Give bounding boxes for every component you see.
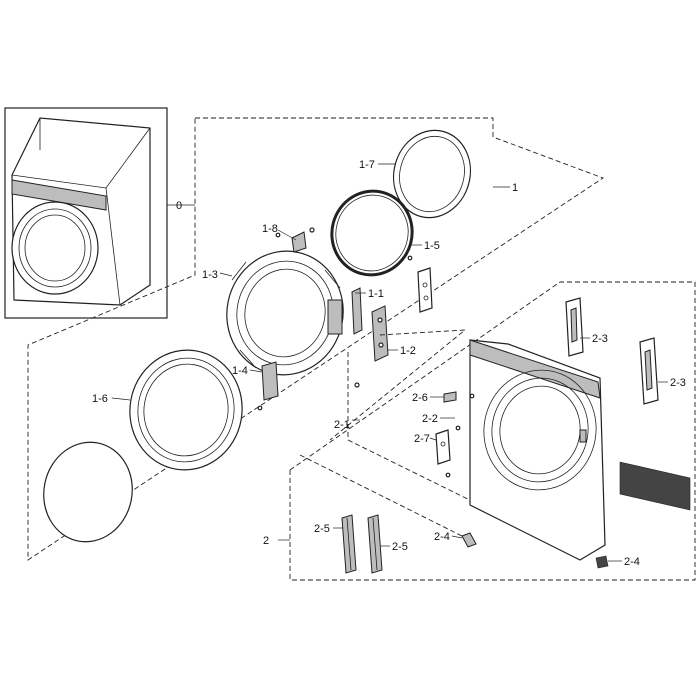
part-1-5-door-ring — [330, 189, 414, 277]
part-2-5-trim-b — [367, 514, 383, 574]
label-2-3-a: 2-3 — [592, 333, 608, 345]
part-1-1-hinge — [351, 287, 363, 335]
label-2: 2 — [263, 535, 269, 547]
part-1-6-inner-ring — [129, 349, 243, 471]
part-2-5-trim-a — [341, 514, 357, 574]
part-2-4-spring-a — [461, 532, 477, 548]
label-2-7: 2-7 — [414, 433, 430, 445]
label-1-8: 1-8 — [262, 223, 278, 235]
label-2-4-b: 2-4 — [624, 556, 640, 568]
hinge-bracket-upper — [417, 267, 433, 313]
part-2-4-spring-b — [595, 555, 609, 569]
label-1-2: 1-2 — [400, 345, 416, 357]
part-1-4-lock — [261, 361, 279, 401]
label-1: 1 — [512, 182, 518, 194]
label-0: 0 — [176, 200, 182, 212]
inner-door-glass — [43, 441, 133, 543]
label-1-3: 1-3 — [202, 269, 218, 281]
label-2-5-a: 2-5 — [314, 523, 330, 535]
label-2-3-b: 2-3 — [670, 377, 686, 389]
label-1-5: 1-5 — [424, 240, 440, 252]
part-2-2-front-panel — [469, 339, 606, 561]
label-1-1: 1-1 — [368, 288, 384, 300]
label-2-6: 2-6 — [412, 392, 428, 404]
label-2-4-a: 2-4 — [434, 531, 450, 543]
part-2-3-bracket-b — [639, 337, 659, 405]
front-panel-boundary — [289, 281, 696, 581]
part-1-8-bracket — [291, 227, 315, 253]
label-1-4: 1-4 — [232, 365, 248, 377]
screws — [257, 232, 475, 478]
part-1-3-door-frame — [226, 250, 344, 376]
label-2-2: 2-2 — [422, 413, 438, 425]
part-1-7-door-glass — [392, 129, 472, 219]
door-assembly-boundary — [27, 117, 604, 561]
part-2-3-bracket-a — [565, 297, 584, 357]
label-1-7: 1-7 — [359, 159, 375, 171]
part-1-2-hinge-plate — [371, 305, 389, 362]
label-2-5-b: 2-5 — [392, 541, 408, 553]
assembly-overview-inset — [4, 107, 168, 319]
leader-lines — [111, 163, 668, 562]
part-2-6-clip — [443, 391, 457, 403]
label-2-1: 2-1 — [334, 419, 350, 431]
part-2-7-switch — [435, 429, 451, 465]
lint-filter-grill — [619, 461, 691, 511]
label-1-6: 1-6 — [92, 393, 108, 405]
